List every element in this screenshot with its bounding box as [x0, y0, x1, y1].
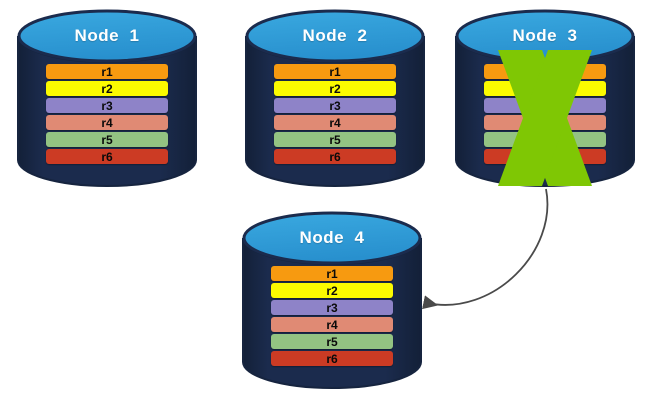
row-bar[interactable]: r3 — [271, 300, 393, 315]
row-label: r6 — [326, 351, 338, 366]
row-bar[interactable]: r2 — [271, 283, 393, 298]
row-bar[interactable]: r6 — [274, 149, 396, 164]
row-bar[interactable]: r3 — [46, 98, 168, 113]
row-label: r6 — [539, 149, 551, 164]
row-bar[interactable]: r1 — [274, 64, 396, 79]
row-list-4: r1 r2 r3 r4 r5 r6 — [243, 266, 421, 366]
row-label: r5 — [326, 334, 338, 349]
row-label: r2 — [329, 81, 341, 96]
row-bar[interactable]: r1 — [46, 64, 168, 79]
row-label: r5 — [329, 132, 341, 147]
cylinder-top-ellipse — [455, 9, 635, 63]
row-bar[interactable]: r5 — [274, 132, 396, 147]
row-label: r1 — [329, 64, 341, 79]
row-bar[interactable]: r2 — [274, 81, 396, 96]
row-bar[interactable]: r2 — [484, 81, 606, 96]
replication-arrow — [422, 188, 549, 310]
row-bar[interactable]: r5 — [271, 334, 393, 349]
row-label: r2 — [539, 81, 551, 96]
row-label: r4 — [326, 317, 338, 332]
row-label: r4 — [329, 115, 341, 130]
row-bar[interactable]: r6 — [271, 351, 393, 366]
row-label: r3 — [101, 98, 113, 113]
row-bar[interactable]: r3 — [484, 98, 606, 113]
row-label: r2 — [326, 283, 338, 298]
row-bar[interactable]: r4 — [484, 115, 606, 130]
row-label: r3 — [329, 98, 341, 113]
row-bar[interactable]: r1 — [271, 266, 393, 281]
row-label: r3 — [326, 300, 338, 315]
row-list-2: r1 r2 r3 r4 r5 r6 — [246, 64, 424, 164]
row-label: r1 — [101, 64, 113, 79]
row-label: r1 — [326, 266, 338, 281]
row-bar[interactable]: r4 — [271, 317, 393, 332]
row-bar[interactable]: r6 — [484, 149, 606, 164]
row-bar[interactable]: r5 — [46, 132, 168, 147]
row-bar[interactable]: r6 — [46, 149, 168, 164]
row-label: r4 — [539, 115, 551, 130]
row-bar[interactable]: r5 — [484, 132, 606, 147]
row-bar[interactable]: r4 — [274, 115, 396, 130]
row-bar[interactable]: r1 — [484, 64, 606, 79]
row-label: r2 — [101, 81, 113, 96]
row-label: r3 — [539, 98, 551, 113]
row-list-1: r1 r2 r3 r4 r5 r6 — [18, 64, 196, 164]
row-label: r6 — [101, 149, 113, 164]
row-label: r1 — [539, 64, 551, 79]
row-list-3: r1 r2 r3 r4 r5 r6 — [456, 64, 634, 164]
cylinder-top-ellipse — [242, 211, 422, 265]
row-bar[interactable]: r4 — [46, 115, 168, 130]
row-label: r5 — [539, 132, 551, 147]
row-bar[interactable]: r3 — [274, 98, 396, 113]
row-label: r5 — [101, 132, 113, 147]
row-bar[interactable]: r2 — [46, 81, 168, 96]
cylinder-top-ellipse — [17, 9, 197, 63]
row-label: r4 — [101, 115, 113, 130]
row-label: r6 — [329, 149, 341, 164]
cylinder-top-ellipse — [245, 9, 425, 63]
